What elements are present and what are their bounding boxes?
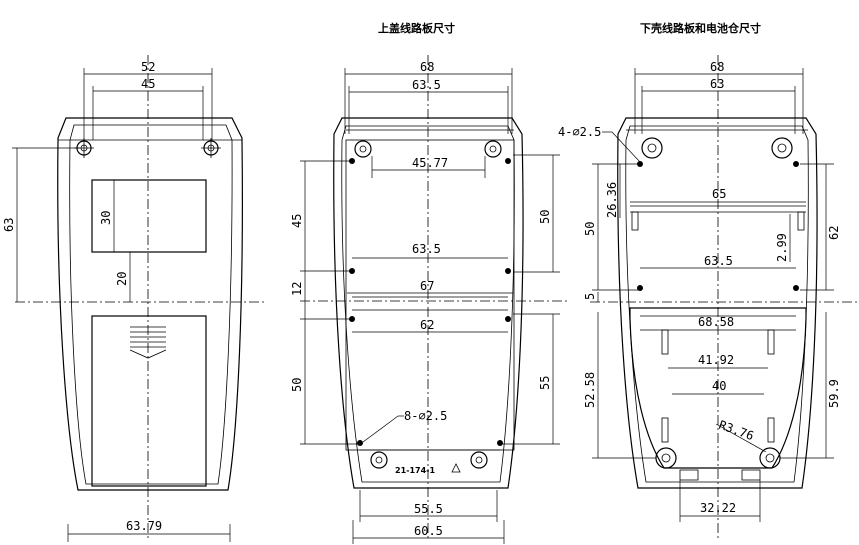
right-hole-callout: 4-∅2.5 <box>558 125 601 139</box>
dim-right-26-36: 26.36 <box>605 182 619 218</box>
middle-board <box>345 139 515 451</box>
right-mount-points <box>637 161 799 291</box>
dim-mid-50: 50 <box>290 378 304 392</box>
dim-right-r3-76: R3.76 <box>717 418 756 444</box>
dim-right-50: 50 <box>583 222 597 236</box>
dim-right-68-58: 68.58 <box>698 315 734 329</box>
right-screw-hole <box>655 447 677 469</box>
dim-mid-63-5-b: 63.5 <box>412 242 441 256</box>
right-outline <box>617 117 818 489</box>
dim-mid-67: 67 <box>420 279 434 293</box>
dim-mid-60-5: 60.5 <box>414 524 443 538</box>
dim-mid-45: 45 <box>290 214 304 228</box>
title-middle: 上盖线路板尺寸 <box>378 21 455 35</box>
left-inner-outline <box>69 124 233 485</box>
dim-right-68: 68 <box>710 60 724 74</box>
dim-right-2-99: 2.99 <box>775 233 789 262</box>
dim-mid-62: 62 <box>420 318 434 332</box>
dim-right-65: 65 <box>712 187 726 201</box>
dim-mid-55-5: 55.5 <box>414 502 443 516</box>
middle-screw-hole <box>484 140 502 158</box>
left-outline <box>57 117 243 491</box>
dim-mid-63-5: 63.5 <box>412 78 441 92</box>
dim-mid-45-77: 45.77 <box>412 156 448 170</box>
recycle-icon <box>451 463 461 473</box>
middle-screw-hole <box>370 451 388 469</box>
left-display-window <box>91 179 207 253</box>
dim-mid-r-50: 50 <box>538 210 552 224</box>
dim-right-40: 40 <box>712 379 726 393</box>
left-battery-cover <box>91 315 207 487</box>
dim-mid-12: 12 <box>290 282 304 296</box>
middle-screw-hole <box>354 140 372 158</box>
dim-mid-68: 68 <box>420 60 434 74</box>
dim-right-63-5: 63.5 <box>704 254 733 268</box>
middle-mount-points <box>349 158 511 446</box>
right-screw-hole <box>759 447 781 469</box>
middle-screw-hole <box>470 451 488 469</box>
dim-right-62: 62 <box>827 226 841 240</box>
mid-hole-callout: 8-∅2.5 <box>404 409 447 423</box>
dim-left-20: 20 <box>115 272 129 286</box>
dim-right-32-22: 32.22 <box>700 501 736 515</box>
title-right: 下壳线路板和电池仓尺寸 <box>640 21 761 35</box>
dim-right-5: 5 <box>583 293 597 300</box>
right-screw-hole <box>771 137 793 159</box>
dim-left-52: 52 <box>141 60 155 74</box>
dim-right-41-92: 41.92 <box>698 353 734 367</box>
dim-right-63: 63 <box>710 77 724 91</box>
right-screw-hole <box>641 137 663 159</box>
dim-left-63-79: 63.79 <box>126 519 162 533</box>
right-view: 68 63 4-∅2.5 26.36 50 5 52.58 62 59.9 2.… <box>558 55 859 540</box>
dim-left-30: 30 <box>99 211 113 225</box>
dim-left-63: 63 <box>2 218 16 232</box>
middle-outline <box>333 117 524 489</box>
middle-view: 68 63.5 45.77 45 12 50 50 55 63.5 67 62 … <box>290 55 570 544</box>
dim-right-52-58: 52.58 <box>583 372 597 408</box>
dim-left-45: 45 <box>141 77 155 91</box>
part-number: 21-174-1 <box>395 466 435 475</box>
dim-right-59-9: 59.9 <box>827 379 841 408</box>
left-view: 52 45 63 30 20 63.79 <box>2 55 265 542</box>
dim-mid-55: 55 <box>538 376 552 390</box>
